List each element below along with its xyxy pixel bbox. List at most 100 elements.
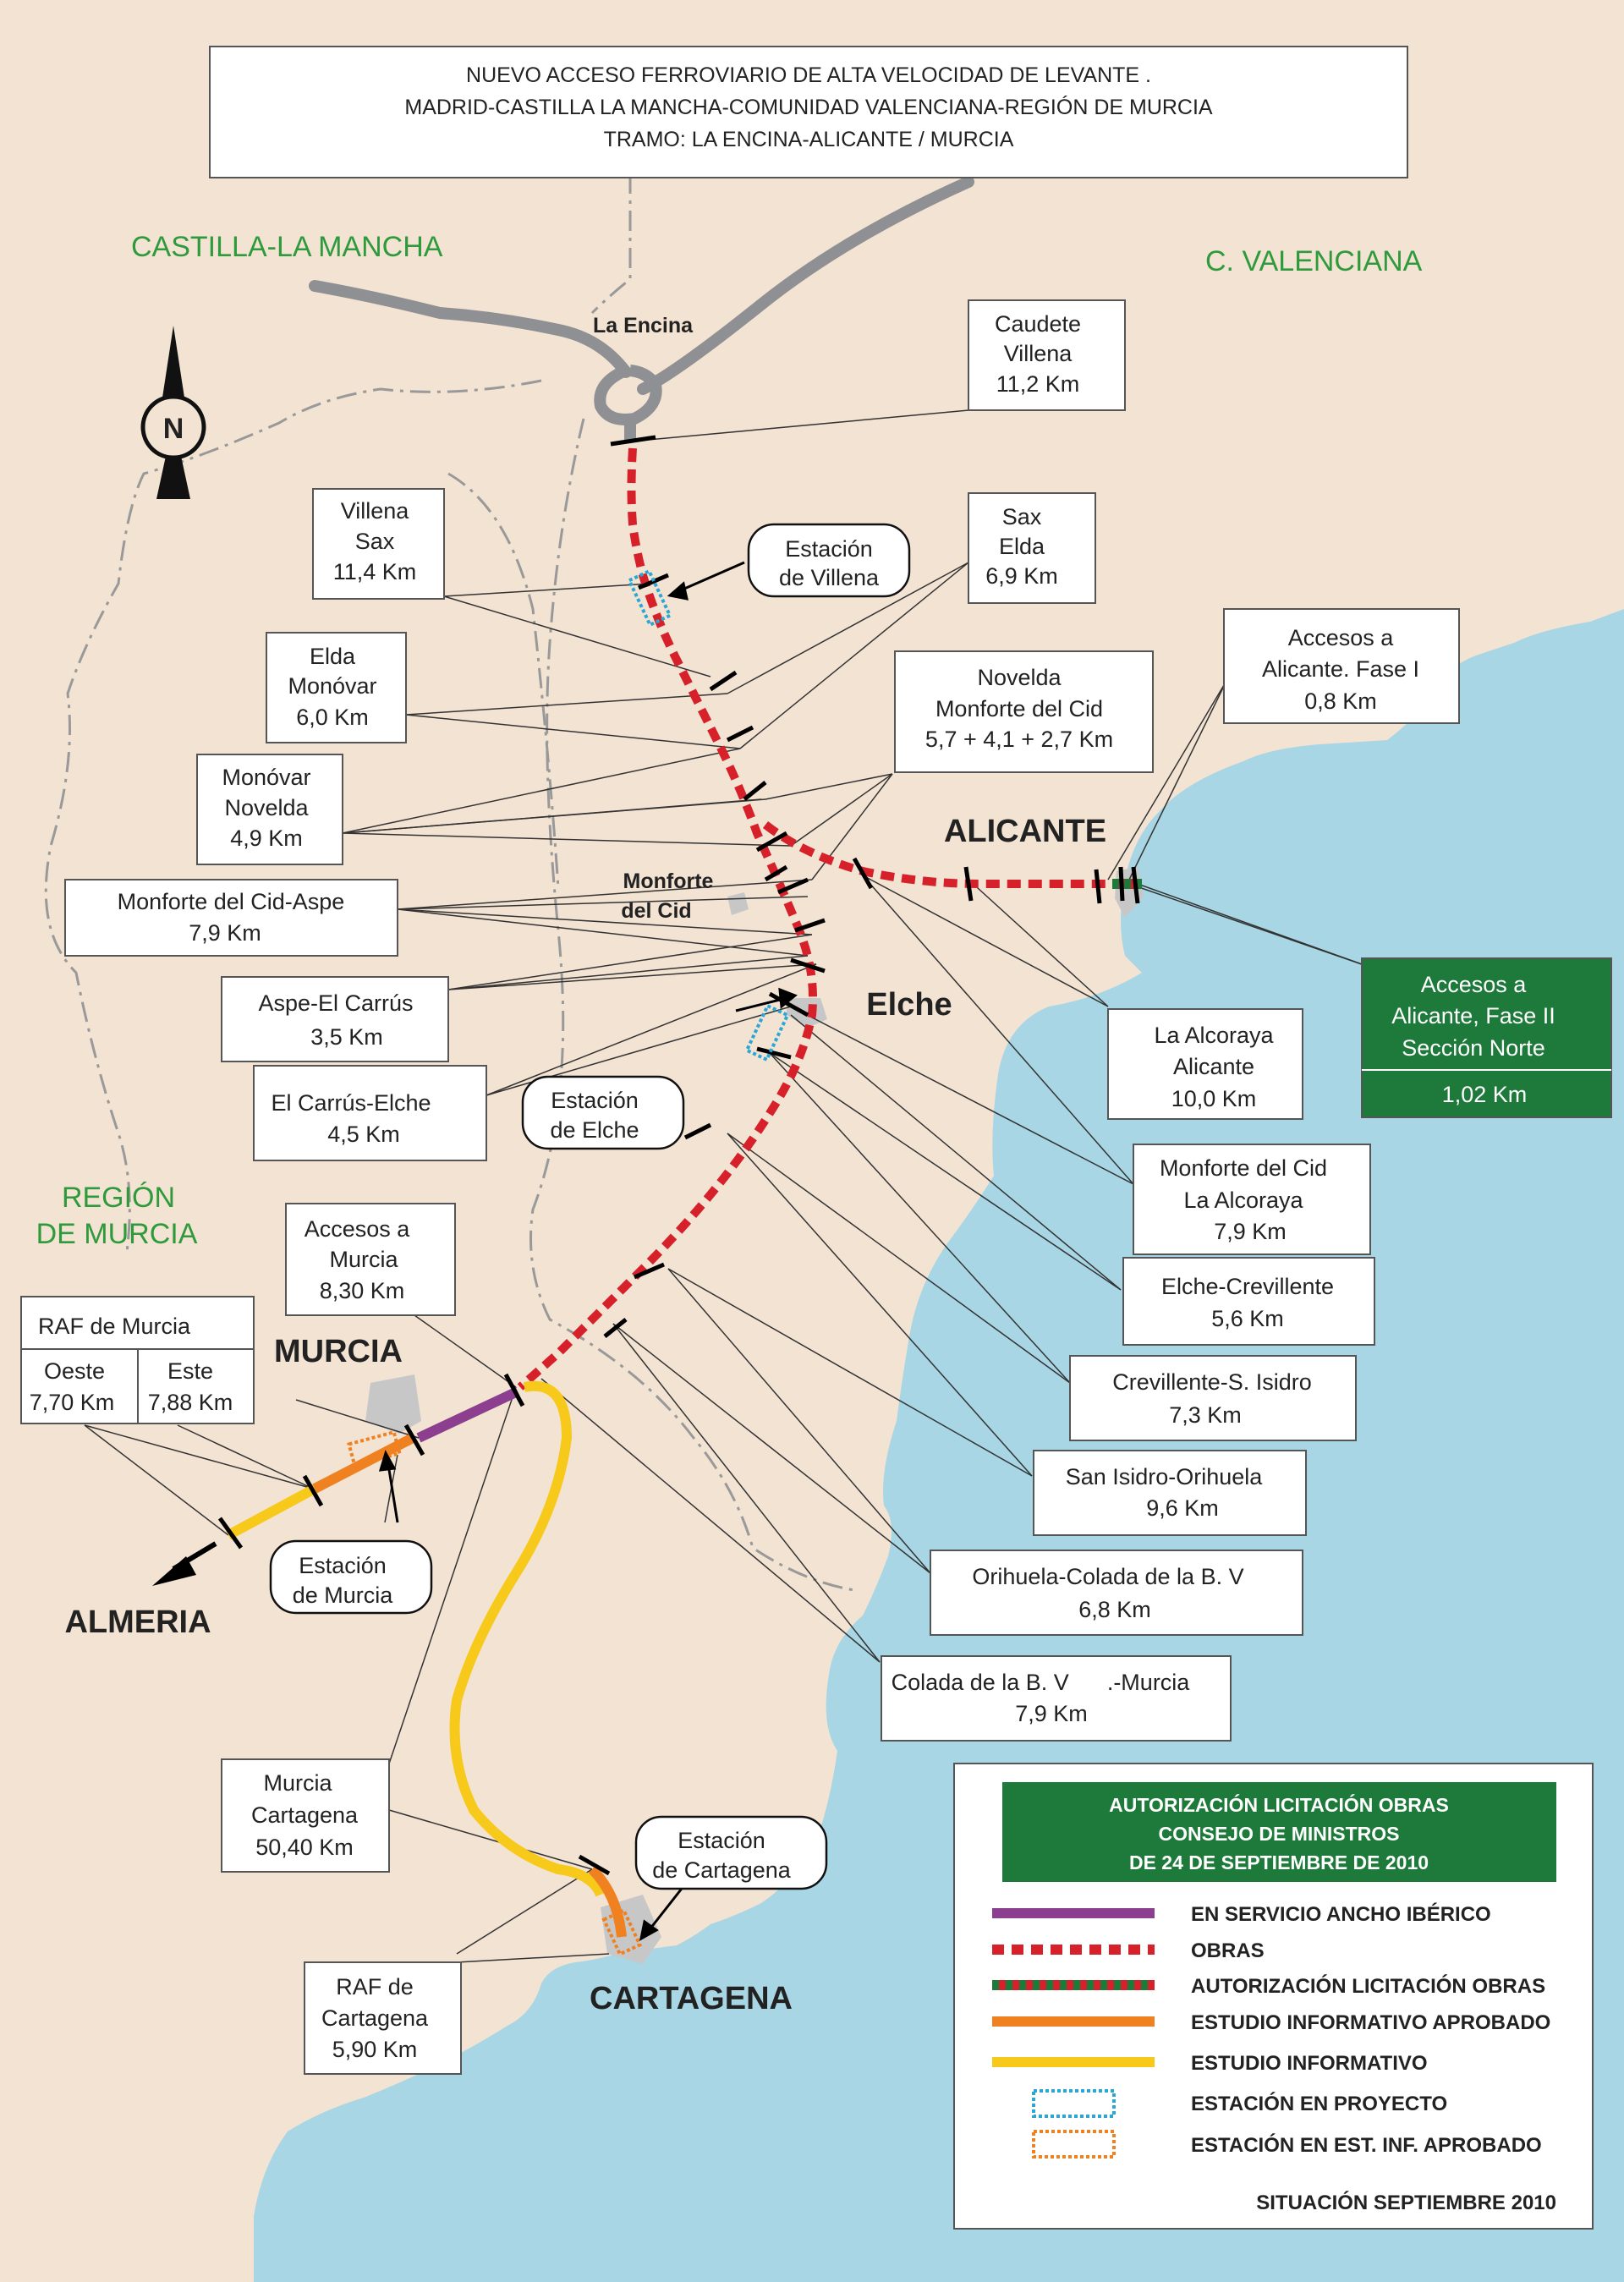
svg-text:Alicante. Fase I: Alicante. Fase I	[1262, 656, 1419, 682]
label-accesos-alicante-fase-1: Accesos a Alicante. Fase I 0,8 Km	[1223, 608, 1460, 724]
label-elche-crevillente: Elche-Crevillente 5,6 Km	[1122, 1257, 1375, 1346]
svg-text:Aspe-El Carrús: Aspe-El Carrús	[258, 990, 413, 1016]
svg-text:Elda: Elda	[999, 534, 1045, 559]
svg-text:de Elche: de Elche	[550, 1117, 639, 1143]
region-murcia-1: REGIÓN	[62, 1182, 175, 1214]
svg-text:10,0 Km: 10,0 Km	[1171, 1086, 1257, 1111]
label-alcoraya-alicante: La Alcoraya Alicante 10,0 Km	[1107, 1008, 1303, 1120]
label-monovar-novelda: Monóvar Novelda 4,9 Km	[196, 754, 343, 865]
label-isidro-orihuela: San Isidro-Orihuela 9,6 Km	[1033, 1450, 1307, 1536]
svg-text:Monforte del Cid: Monforte del Cid	[935, 696, 1103, 721]
title-line-1: NUEVO ACCESO FERROVIARIO DE ALTA VELOCID…	[466, 63, 1151, 87]
svg-text:El Carrús-Elche: El Carrús-Elche	[271, 1090, 431, 1116]
svg-text:DE 24 DE SEPTIEMBRE DE 2010: DE 24 DE SEPTIEMBRE DE 2010	[1129, 1851, 1429, 1873]
svg-text:Monforte del Cid-Aspe: Monforte del Cid-Aspe	[118, 889, 345, 914]
label-aspe-carrus: Aspe-El Carrús 3,5 Km	[221, 976, 449, 1062]
label-accesos-alicante-fase-2: Accesos a Alicante, Fase II Sección Nort…	[1361, 957, 1612, 1118]
svg-text:6,0 Km: 6,0 Km	[296, 705, 369, 730]
label-carrus-elche: El Carrús-Elche 4,5 Km	[253, 1065, 487, 1161]
existing-line	[637, 176, 974, 395]
label-murcia-cartagena: Murcia Cartagena 50,40 Km	[221, 1758, 390, 1873]
svg-text:Monóvar: Monóvar	[288, 673, 376, 699]
title-line-3: TRAMO: LA ENCINA-ALICANTE / MURCIA	[604, 128, 1014, 151]
svg-text:Cartagena: Cartagena	[251, 1802, 359, 1828]
compass-label: N	[163, 413, 184, 445]
svg-text:Murcia: Murcia	[329, 1247, 398, 1272]
svg-text:5,6 Km: 5,6 Km	[1211, 1306, 1284, 1331]
legend-item: ESTACIÓN EN PROYECTO	[1191, 2092, 1447, 2115]
svg-text:Este: Este	[167, 1358, 213, 1384]
svg-text:Elda: Elda	[310, 644, 356, 669]
svg-text:Crevillente-S. Isidro: Crevillente-S. Isidro	[1112, 1369, 1312, 1395]
svg-text:7,88 Km: 7,88 Km	[148, 1390, 233, 1415]
region-border	[44, 379, 542, 1253]
svg-text:1,02 Km: 1,02 Km	[1442, 1082, 1528, 1107]
svg-text:Novelda: Novelda	[977, 665, 1062, 690]
label-colada-murcia: Colada de la B. V .-Murcia 7,9 Km	[881, 1655, 1232, 1742]
svg-text:Accesos a: Accesos a	[1288, 625, 1395, 650]
title-box	[209, 46, 1408, 178]
svg-text:de Villena: de Villena	[779, 565, 880, 590]
svg-text:Estación: Estación	[678, 1828, 765, 1853]
label-orihuela-colada: Orihuela-Colada de la B. V 6,8 Km	[930, 1550, 1303, 1636]
svg-text:Estación: Estación	[299, 1553, 387, 1578]
city-shape	[365, 1374, 421, 1434]
section-ticks	[217, 435, 1140, 1876]
svg-text:San Isidro-Orihuela: San Isidro-Orihuela	[1066, 1464, 1264, 1489]
svg-text:de Cartagena: de Cartagena	[652, 1857, 792, 1883]
region-border	[590, 173, 632, 315]
svg-text:Villena: Villena	[341, 498, 410, 524]
region-valenciana: C. VALENCIANA	[1205, 245, 1423, 277]
svg-text:6,8 Km: 6,8 Km	[1078, 1597, 1151, 1622]
svg-text:Orihuela-Colada de la B. V: Orihuela-Colada de la B. V	[972, 1564, 1243, 1589]
label-monforte-alcoraya: Monforte del Cid La Alcoraya 7,9 Km	[1133, 1144, 1371, 1255]
place-alicante: ALICANTE	[944, 814, 1106, 849]
svg-text:11,2 Km: 11,2 Km	[996, 371, 1080, 397]
region-murcia-2: DE MURCIA	[36, 1218, 198, 1250]
svg-text:Oeste: Oeste	[44, 1358, 105, 1384]
estudio-line	[449, 1380, 606, 1897]
legend-header	[1002, 1782, 1556, 1882]
arrowhead-icon	[639, 1919, 659, 1941]
svg-text:7,9 Km: 7,9 Km	[1214, 1219, 1287, 1244]
legend-swatch-est-inf	[1032, 2130, 1116, 2159]
callout-station-cartagena: Estación de Cartagena	[634, 1815, 828, 1890]
svg-text:6,9 Km: 6,9 Km	[985, 563, 1058, 589]
region-border	[529, 418, 855, 1592]
svg-text:5,7 + 4,1 + 2,7 Km: 5,7 + 4,1 + 2,7 Km	[925, 727, 1113, 752]
place-elche: Elche	[866, 987, 952, 1023]
estudio-line	[226, 1484, 317, 1540]
obras-line	[762, 821, 1112, 889]
svg-text:Monforte del Cid: Monforte del Cid	[1160, 1155, 1327, 1181]
callout-station-villena: Estación de Villena	[747, 523, 911, 598]
title-line-2: MADRID-CASTILLA LA MANCHA-COMUNIDAD VALE…	[404, 95, 1213, 119]
legend-item: EN SERVICIO ANCHO IBÉRICO	[1191, 1902, 1491, 1926]
svg-text:La Alcoraya: La Alcoraya	[1183, 1188, 1303, 1213]
label-villena-sax: Villena Sax 11,4 Km	[312, 488, 445, 600]
place-almeria: ALMERIA	[64, 1605, 211, 1640]
label-monforte-aspe: Monforte del Cid-Aspe 7,9 Km	[64, 879, 398, 957]
svg-text:RAF de: RAF de	[336, 1974, 414, 1999]
svg-text:11,4 Km: 11,4 Km	[333, 559, 417, 584]
svg-text:Sax: Sax	[1002, 504, 1042, 529]
arrowhead-icon	[778, 987, 798, 1009]
svg-text:Novelda: Novelda	[224, 795, 309, 820]
svg-text:AUTORIZACIÓN LICITACIÓN OBRAS: AUTORIZACIÓN LICITACIÓN OBRAS	[1109, 1793, 1449, 1816]
label-novelda-monforte: Novelda Monforte del Cid 5,7 + 4,1 + 2,7…	[894, 650, 1154, 773]
arrowhead-icon	[667, 581, 689, 601]
svg-text:RAF de Murcia: RAF de Murcia	[38, 1314, 191, 1339]
svg-text:7,3 Km: 7,3 Km	[1169, 1402, 1242, 1428]
compass-icon: N	[140, 326, 206, 499]
region-border	[447, 472, 560, 889]
svg-text:Colada de la B. V .-Murci: Colada de la B. V .-Murcia	[892, 1670, 1191, 1695]
label-raf-murcia: RAF de Murcia Oeste 7,70 Km Este 7,88 Km	[20, 1296, 255, 1424]
svg-text:CONSEJO DE MINISTROS: CONSEJO DE MINISTROS	[1159, 1823, 1400, 1845]
svg-text:de Murcia: de Murcia	[293, 1583, 394, 1608]
svg-text:Caudete: Caudete	[995, 311, 1081, 337]
place-la-encina: La Encina	[593, 314, 694, 337]
svg-text:0,8 Km: 0,8 Km	[1304, 688, 1377, 714]
almeria-arrow-icon	[152, 1556, 196, 1586]
svg-text:8,30 Km: 8,30 Km	[320, 1278, 405, 1303]
label-sax-elda: Sax Elda 6,9 Km	[968, 492, 1096, 604]
callout-station-murcia: Estación de Murcia	[269, 1539, 433, 1615]
